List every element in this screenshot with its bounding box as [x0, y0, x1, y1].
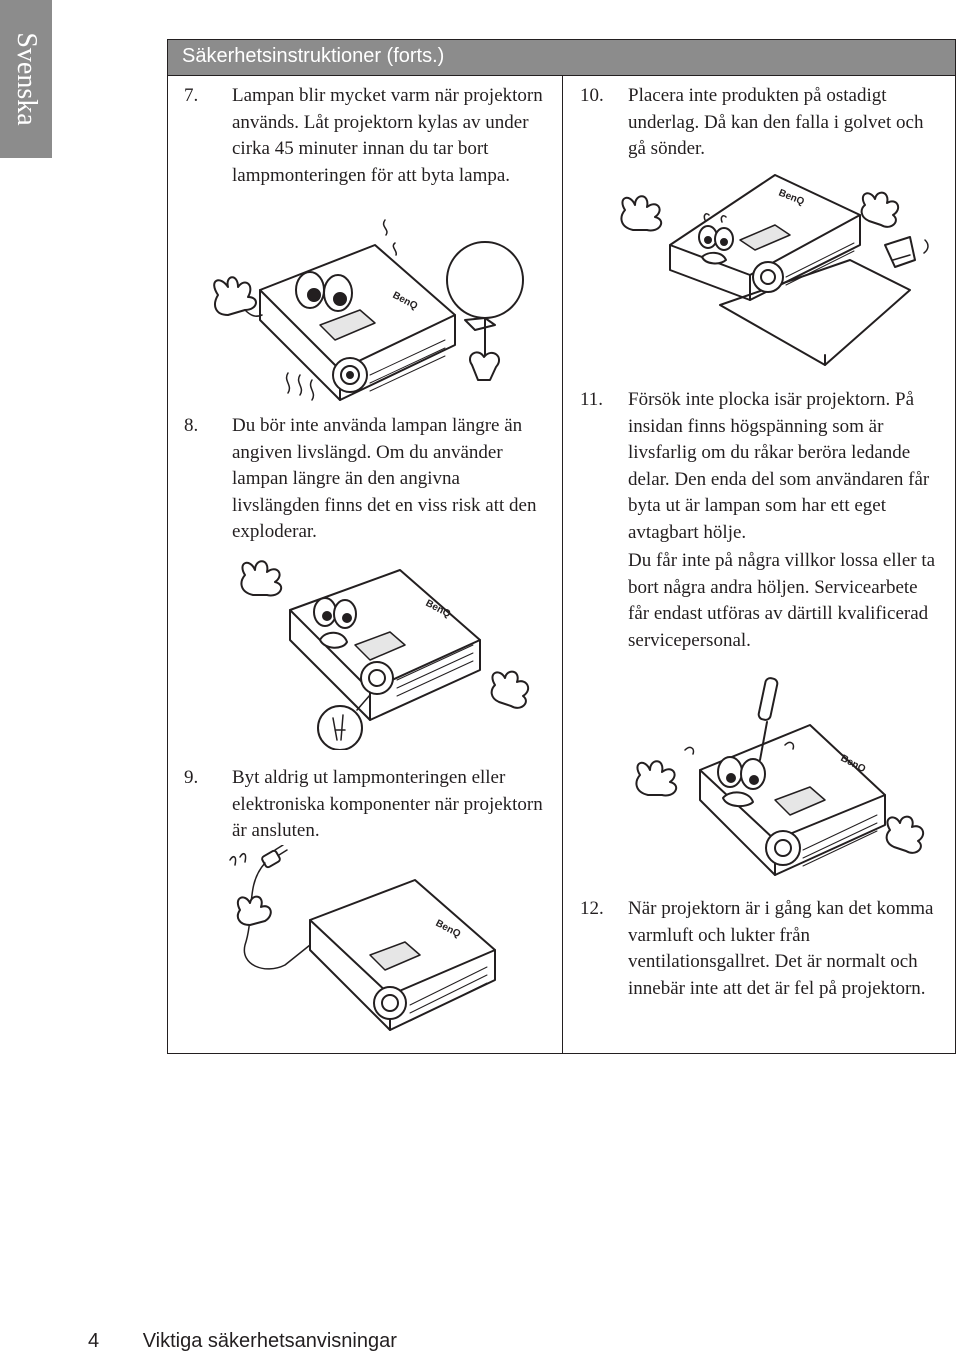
item-text: Du bör inte använda lampan längre än ang… [232, 415, 537, 542]
item-text: Byt aldrig ut lampmonteringen eller elek… [232, 767, 543, 841]
illustration-unstable-surface: BenQ [610, 165, 945, 370]
language-tab-label: Svenska [11, 32, 42, 126]
illustration-disassembly-screwdriver: BenQ [625, 670, 945, 885]
column-divider [562, 75, 563, 1053]
item-text: När projektorn är i gång kan det komma v… [628, 898, 934, 999]
chapter-title: Viktiga säkerhetsanvisningar [142, 1330, 397, 1352]
language-tab: Svenska [0, 0, 52, 158]
illustration-hot-projector: BenQ [200, 215, 535, 405]
item-number: 7. [184, 85, 199, 106]
item-text-continued: Du får inte på några villkor lossa eller… [628, 550, 936, 651]
item-number: 10. [580, 85, 604, 106]
item-text: Placera inte produkten på ostadigt under… [628, 85, 924, 159]
item-number: 12. [580, 898, 604, 919]
section-title: Säkerhetsinstruktioner (forts.) [182, 45, 445, 67]
item-number: 8. [184, 415, 199, 436]
safety-instructions-box: Säkerhetsinstruktioner (forts.) [167, 39, 956, 1054]
item-text: Försök inte plocka isär projektorn. På i… [628, 389, 930, 543]
illustration-lamp-exploding: BenQ [225, 550, 545, 750]
item-text: Lampan blir mycket varm när projektorn a… [232, 85, 543, 186]
section-header: Säkerhetsinstruktioner (forts.) [168, 40, 955, 76]
page-number: 4 [88, 1330, 100, 1352]
page-footer: 4 Viktiga säkerhetsanvisningar [88, 1330, 397, 1353]
item-number: 9. [184, 767, 199, 788]
item-number: 11. [580, 389, 604, 410]
illustration-plugged-projector: BenQ [225, 845, 525, 1045]
